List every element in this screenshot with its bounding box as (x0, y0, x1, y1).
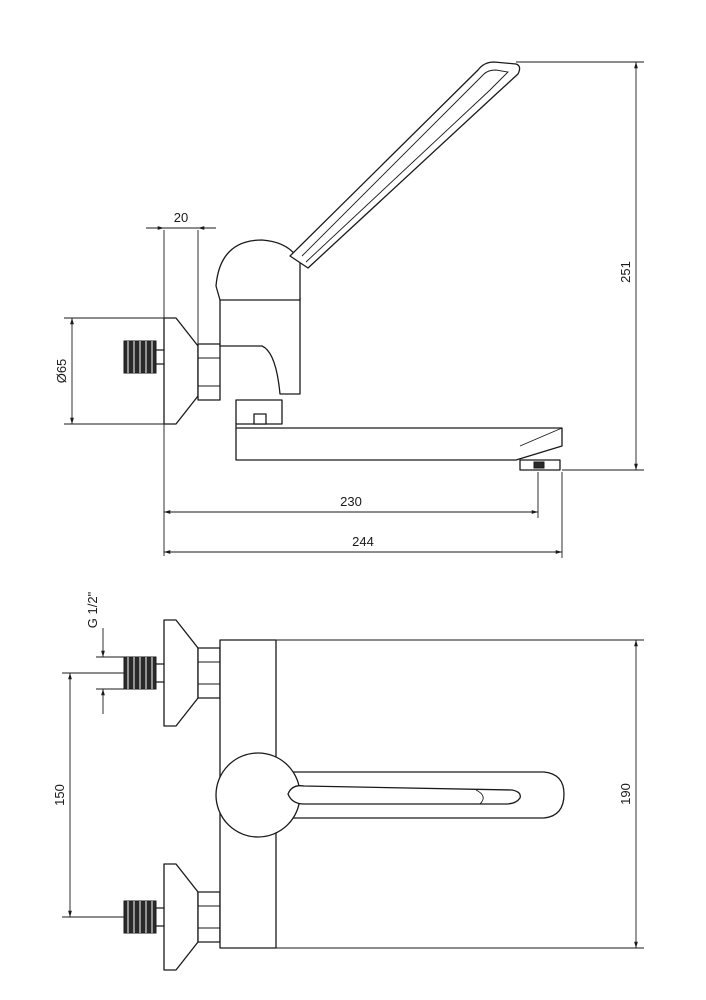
top-rosette-upper (163, 619, 199, 727)
dim-total-height: 251 (516, 61, 644, 471)
top-threaded-inlet-lower (123, 900, 165, 934)
side-threaded-inlet (123, 340, 165, 374)
dim-rosette-diameter: Ø65 (54, 317, 164, 425)
dim-rosette-diameter-label: Ø65 (54, 359, 69, 384)
dim-body-height: 190 (276, 639, 644, 949)
dim-inlet-spacing: 150 (52, 672, 124, 918)
dim-total-height-label: 251 (618, 261, 633, 283)
top-mixer-cap (215, 752, 301, 838)
dim-rosette-depth: 20 (146, 210, 216, 344)
side-hex-nut (197, 343, 221, 401)
side-mixer-body (219, 297, 301, 395)
side-spout (235, 423, 563, 461)
side-lever-handle (289, 61, 521, 269)
dim-total-reach: 244 (164, 472, 563, 558)
side-rosette (163, 317, 199, 425)
side-spout-swivel (235, 399, 283, 425)
top-hex-nut-lower (197, 891, 221, 943)
dim-thread-size: G 1/2" (85, 591, 124, 714)
top-threaded-inlet-upper (123, 656, 165, 690)
dim-inlet-spacing-label: 150 (52, 784, 67, 806)
top-rosette-lower (163, 863, 199, 971)
dim-spout-reach: 230 (164, 472, 539, 518)
top-view: G 1/2" 150 190 (52, 591, 644, 971)
side-view: 20 Ø65 251 230 244 (54, 61, 644, 558)
dim-rosette-depth-label: 20 (174, 210, 188, 225)
dim-total-reach-label: 244 (352, 534, 374, 549)
side-mixer-cap (215, 239, 301, 301)
top-lever-handle (287, 785, 521, 805)
dim-body-height-label: 190 (618, 783, 633, 805)
dim-thread-size-label: G 1/2" (85, 591, 100, 628)
top-hex-nut-upper (197, 647, 221, 699)
dim-spout-reach-label: 230 (340, 494, 362, 509)
